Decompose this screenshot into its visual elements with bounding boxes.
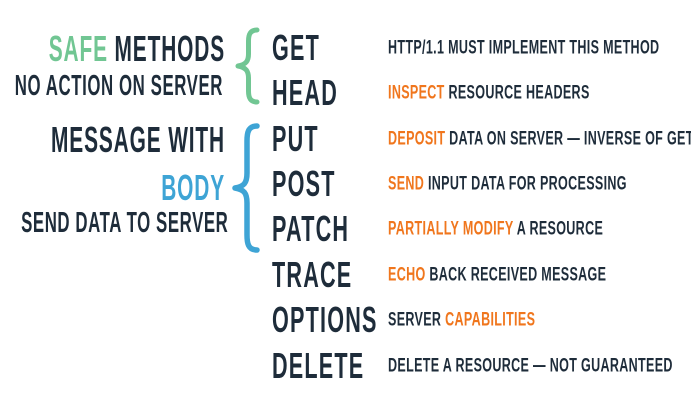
method-name-head: HEAD [272, 72, 339, 113]
method-name-patch: PATCH [272, 208, 350, 249]
description-highlight: PARTIALLY MODIFY [388, 218, 514, 240]
method-name-get: GET [272, 27, 321, 68]
description-highlight: ECHO [388, 264, 426, 286]
method-description-post: SEND INPUT DATA FOR PROCESSING [388, 175, 627, 194]
description-text: BACK RECEIVED MESSAGE [425, 264, 607, 286]
description-highlight: CAPABILITIES [445, 309, 536, 331]
safe-group-curly-brace-icon [235, 27, 260, 105]
method-name-trace: TRACE [272, 254, 353, 295]
safe-methods-subtitle: NO ACTION ON SERVER [14, 70, 223, 102]
description-text: HTTP/1.1 MUST IMPLEMENT THIS METHOD [388, 37, 660, 59]
method-description-patch: PARTIALLY MODIFY A RESOURCE [388, 220, 603, 239]
safe-methods-title-rest: METHODS [107, 28, 225, 69]
description-highlight: DEPOSIT [388, 128, 446, 150]
method-description-put: DEPOSIT DATA ON SERVER — INVERSE OF GET [388, 130, 691, 149]
body-group-curly-brace-icon [232, 123, 260, 253]
description-text: A RESOURCE [513, 218, 604, 240]
method-name-post: POST [272, 163, 336, 204]
description-text: INPUT DATA FOR PROCESSING [424, 173, 627, 195]
method-row-delete: DELETE DELETE A RESOURCE — NOT GUARANTEE… [272, 343, 691, 389]
method-description-get: HTTP/1.1 MUST IMPLEMENT THIS METHOD [388, 39, 659, 58]
message-with-body-subtitle: SEND DATA TO SERVER [20, 207, 228, 239]
safe-methods-title-highlight: SAFE [48, 28, 108, 69]
message-with-body-title-line1: MESSAGE WITH [50, 119, 225, 160]
method-row-put: PUT DEPOSIT DATA ON SERVER — INVERSE OF … [272, 116, 691, 162]
method-row-head: HEAD INSPECT RESOURCE HEADERS [272, 70, 691, 116]
safe-methods-title: SAFE METHODS [49, 31, 225, 67]
message-with-body-title-highlight: BODY [161, 167, 225, 208]
description-highlight: INSPECT [388, 82, 445, 104]
method-name-options: OPTIONS [272, 299, 378, 340]
description-text: DATA ON SERVER — INVERSE OF GET [445, 128, 691, 150]
description-highlight: SEND [388, 173, 425, 195]
method-name-delete: DELETE [272, 345, 365, 386]
method-row-patch: PATCH PARTIALLY MODIFY A RESOURCE [272, 206, 691, 252]
description-text: SERVER [388, 309, 446, 331]
method-description-delete: DELETE A RESOURCE — NOT GUARANTEED [388, 357, 673, 376]
method-description-trace: ECHO BACK RECEIVED MESSAGE [388, 266, 606, 285]
method-description-head: INSPECT RESOURCE HEADERS [388, 84, 590, 103]
method-description-options: SERVER CAPABILITIES [388, 311, 535, 330]
method-row-post: POST SEND INPUT DATA FOR PROCESSING [272, 161, 691, 207]
description-text: RESOURCE HEADERS [444, 82, 590, 104]
method-row-options: OPTIONS SERVER CAPABILITIES [272, 297, 691, 343]
method-row-trace: TRACE ECHO BACK RECEIVED MESSAGE [272, 252, 691, 298]
description-text: DELETE A RESOURCE — NOT GUARANTEED [388, 355, 673, 377]
method-name-put: PUT [272, 118, 319, 159]
method-row-get: GET HTTP/1.1 MUST IMPLEMENT THIS METHOD [272, 25, 691, 71]
